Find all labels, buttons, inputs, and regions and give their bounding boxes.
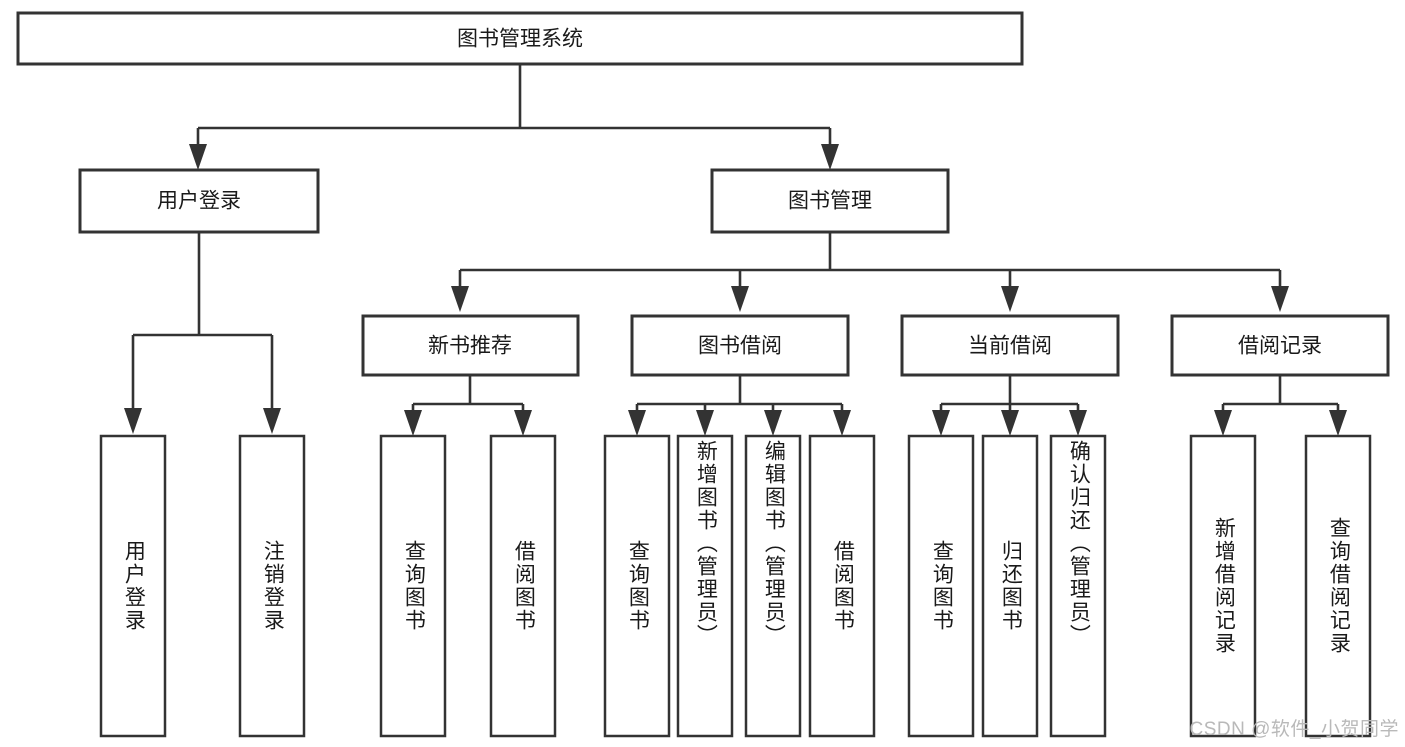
node-leaf-user-login[interactable] — [99, 434, 167, 738]
node-leaf-confirm-return[interactable] — [1049, 434, 1107, 738]
connector-group-book-management — [451, 232, 1289, 312]
node-book-management[interactable]: 图书管理 — [710, 168, 950, 234]
node-leaf-return-book[interactable] — [981, 434, 1039, 738]
connector-group-user-login — [124, 232, 281, 434]
node-new-book-recommend-label: 新书推荐 — [428, 335, 512, 358]
node-current-borrow-label: 当前借阅 — [968, 335, 1052, 358]
node-leaf-borrow-book-2[interactable] — [808, 434, 876, 738]
node-leaf-edit-book[interactable] — [744, 434, 802, 738]
node-leaf-borrow-book-1[interactable] — [489, 434, 557, 738]
arrow-icon — [1001, 286, 1019, 312]
arrow-icon — [451, 286, 469, 312]
node-leaf-logout[interactable] — [238, 434, 306, 738]
node-leaf-query-book-3[interactable] — [907, 434, 975, 738]
arrow-icon — [1069, 410, 1087, 436]
arrow-icon — [628, 410, 646, 436]
arrow-icon — [189, 144, 207, 170]
arrow-icon — [263, 408, 281, 434]
node-leaf-query-book-1[interactable] — [379, 434, 447, 738]
node-user-login-label: 用户登录 — [157, 190, 241, 213]
node-leaf-query-record[interactable] — [1304, 434, 1372, 738]
connector-group-current-borrow — [932, 375, 1087, 436]
connector-group-borrow-record — [1214, 375, 1347, 436]
arrow-icon — [1001, 410, 1019, 436]
arrow-icon — [731, 286, 749, 312]
node-leaf-add-book[interactable] — [676, 434, 734, 738]
arrow-icon — [833, 410, 851, 436]
arrow-icon — [696, 410, 714, 436]
node-borrow-record[interactable]: 借阅记录 — [1170, 314, 1390, 377]
node-new-book-recommend[interactable]: 新书推荐 — [361, 314, 580, 377]
arrow-icon — [404, 410, 422, 436]
connector-group-root — [189, 64, 839, 170]
node-book-management-label: 图书管理 — [788, 190, 872, 213]
arrow-icon — [821, 144, 839, 170]
node-root-label: 图书管理系统 — [457, 28, 583, 51]
arrow-icon — [124, 408, 142, 434]
arrow-icon — [764, 410, 782, 436]
arrow-icon — [1329, 410, 1347, 436]
arrow-icon — [514, 410, 532, 436]
watermark: CSDN @软件_小贺同学 — [1189, 719, 1399, 740]
node-leaf-query-book-2[interactable] — [603, 434, 671, 738]
node-root[interactable]: 图书管理系统 — [16, 11, 1024, 66]
connector-group-new-book-recommend — [404, 375, 532, 436]
node-book-borrow[interactable]: 图书借阅 — [630, 314, 850, 377]
arrow-icon — [932, 410, 950, 436]
node-leaf-add-record[interactable] — [1189, 434, 1257, 738]
connector-group-book-borrow — [628, 375, 851, 436]
node-current-borrow[interactable]: 当前借阅 — [900, 314, 1120, 377]
arrow-icon — [1271, 286, 1289, 312]
node-user-login[interactable]: 用户登录 — [78, 168, 320, 234]
node-borrow-record-label: 借阅记录 — [1238, 335, 1322, 358]
node-book-borrow-label: 图书借阅 — [698, 335, 782, 358]
arrow-icon — [1214, 410, 1232, 436]
